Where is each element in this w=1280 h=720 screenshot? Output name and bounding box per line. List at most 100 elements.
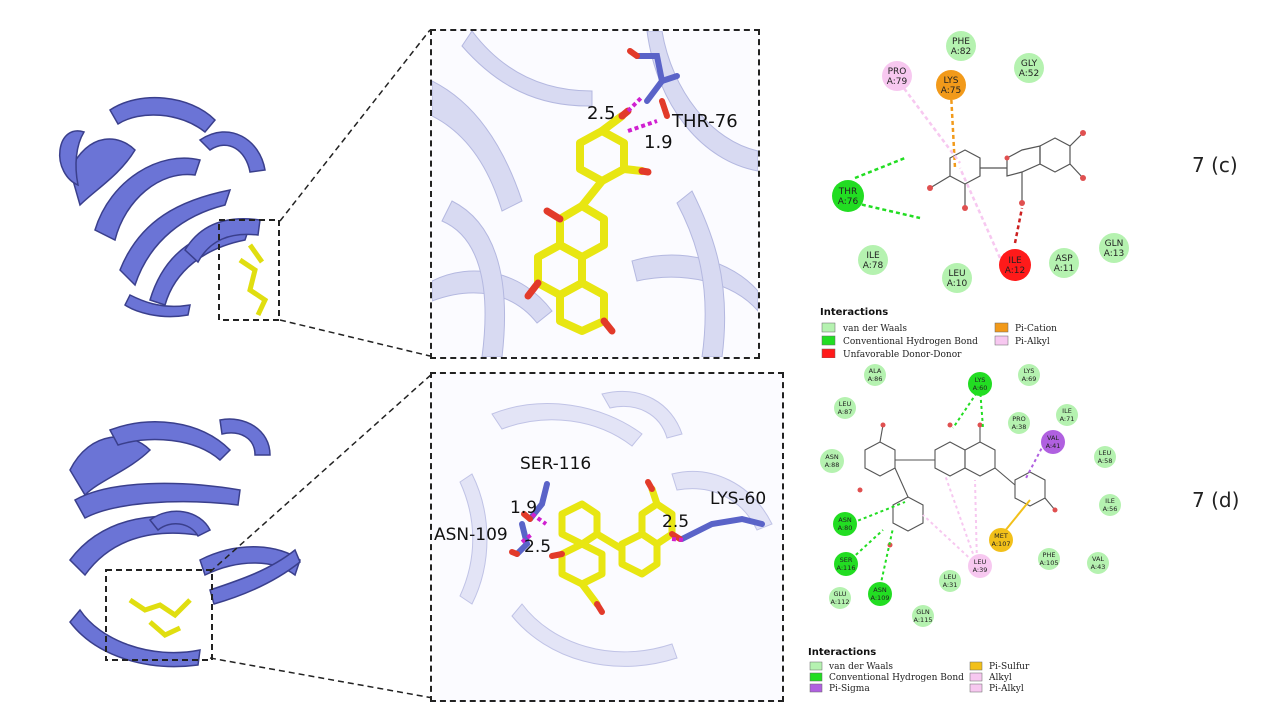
protein-overview-c (58, 96, 280, 321)
residue-discs-c (832, 31, 1129, 293)
figure-label-7c: 7 (c) (1192, 153, 1238, 177)
residue-name-ile56: ILE (1105, 497, 1115, 505)
residue-name-val41: VAL (1047, 434, 1059, 442)
legend-d: Interactions van der Waals Pi-Sulfur Con… (808, 647, 1030, 694)
residue-name-gln115: GLN (916, 608, 930, 616)
residue-label-asn109: ASN-109 (434, 525, 508, 545)
residue-num-thr76: A:76 (838, 197, 859, 207)
residue-name-lys69: LYS (1024, 367, 1035, 375)
residue-num-gln115: A:115 (914, 616, 933, 624)
residue-num-ala86: A:86 (868, 375, 883, 383)
residue-name-leu87: LEU (839, 400, 852, 408)
legend-item-hbond-c: Conventional Hydrogen Bond (843, 337, 978, 347)
protein-overview-d (69, 418, 301, 668)
residue-name-ser116: SER (840, 556, 853, 564)
panel-d-row: SER-116 ASN-109 LYS-60 1.9 2.5 2.5 (0, 360, 1280, 720)
residue-num-leu10: A:10 (947, 279, 968, 289)
residue-num-leu31: A:31 (943, 581, 958, 589)
residue-num-ile12: A:12 (1005, 266, 1025, 276)
residue-num-ile56: A:56 (1103, 505, 1118, 513)
residue-label-thr76: THR-76 (671, 111, 738, 132)
interaction-diagram-c: PHE A:82 GLY A:52 PRO A:79 LYS A:75 THR … (815, 28, 1135, 358)
residue-num-gln13: A:13 (1104, 249, 1124, 259)
zoom-view-c: 2.5 1.9 THR-76 (430, 29, 760, 359)
residue-name-phe82: PHE (952, 37, 970, 47)
residue-name-gln13: GLN (1105, 239, 1124, 249)
residue-num-phe82: A:82 (951, 47, 971, 57)
legend-item-alkyl-d: Alkyl (988, 673, 1012, 683)
residue-num-asp11: A:11 (1054, 264, 1074, 274)
residue-name-met107: MET (994, 532, 1008, 540)
residue-name-phe105: PHE (1043, 551, 1056, 559)
legend-item-pialkyl-d: Pi-Alkyl (989, 684, 1024, 694)
overview-selection-box-c (218, 219, 280, 321)
residue-name-ile12: ILE (1008, 256, 1022, 266)
residue-name-ala86: ALA (869, 367, 882, 375)
residue-name-pro79: PRO (888, 67, 907, 77)
distance-label-c2: 1.9 (644, 132, 673, 153)
distance-label-d2: 2.5 (524, 537, 551, 557)
residue-name-ile71: ILE (1062, 407, 1072, 415)
residue-name-lys60: LYS (975, 376, 986, 384)
residue-name-glu112: GLU (833, 590, 846, 598)
residue-name-leu39: LEU (974, 558, 987, 566)
residue-num-lys75: A:75 (941, 86, 961, 96)
residue-num-lys69: A:69 (1022, 375, 1037, 383)
residue-num-asn109: A:109 (871, 594, 890, 602)
residue-name-leu31: LEU (944, 573, 957, 581)
legend-item-pication-c: Pi-Cation (1015, 324, 1057, 334)
legend-item-pisigma-d: Pi-Sigma (829, 684, 870, 694)
residue-num-val41: A:41 (1046, 442, 1061, 450)
residue-num-ile78: A:78 (863, 261, 884, 271)
ligand-overview-d (128, 597, 192, 638)
residue-num-lys60: A:60 (973, 384, 988, 392)
ligand-overview-c (238, 243, 269, 317)
residue-num-val43: A:43 (1091, 563, 1106, 571)
residue-name-asn88: ASN (825, 453, 839, 461)
residue-num-ser116: A:116 (837, 564, 856, 572)
residue-num-pro79: A:79 (887, 77, 908, 87)
residue-num-leu58: A:58 (1098, 457, 1113, 465)
residue-num-leu39: A:39 (973, 566, 988, 574)
legend-title-d: Interactions (808, 647, 876, 658)
residue-name-lys75: LYS (943, 76, 958, 86)
residue-name-asn109: ASN (873, 586, 887, 594)
residue-name-leu58: LEU (1099, 449, 1112, 457)
legend-item-vdw-c: van der Waals (842, 324, 907, 334)
legend-c: Interactions van der Waals Pi-Cation Con… (820, 307, 1057, 358)
residue-name-asn80: ASN (838, 516, 852, 524)
distance-label-d1: 1.9 (510, 498, 537, 518)
residue-name-thr76: THR (838, 187, 858, 197)
legend-item-pialkyl-c: Pi-Alkyl (1015, 337, 1050, 347)
zoom-leader-lines-d (209, 372, 434, 699)
residue-num-phe105: A:105 (1040, 559, 1059, 567)
panel-c-row: 2.5 1.9 THR-76 (58, 28, 1238, 359)
residue-label-ser116: SER-116 (520, 454, 591, 474)
residue-name-val43: VAL (1092, 555, 1104, 563)
legend-item-pisulfur-d: Pi-Sulfur (989, 662, 1030, 672)
residue-name-pro38: PRO (1012, 415, 1026, 423)
zoom-leader-lines-c (279, 29, 431, 357)
legend-item-unfav-c: Unfavorable Donor-Donor (843, 350, 962, 358)
residue-num-glu112: A:112 (831, 598, 850, 606)
residue-num-pro38: A:38 (1012, 423, 1027, 431)
zoom-view-d: SER-116 ASN-109 LYS-60 1.9 2.5 2.5 (430, 372, 784, 702)
figure-label-7d: 7 (d) (1192, 488, 1240, 512)
residue-num-asn88: A:88 (825, 461, 840, 469)
residue-name-ile78: ILE (866, 251, 880, 261)
residue-num-asn80: A:80 (838, 524, 853, 532)
residue-num-ile71: A:71 (1060, 415, 1075, 423)
residue-name-leu10: LEU (948, 269, 965, 279)
residue-num-met107: A:107 (992, 540, 1011, 548)
residue-num-gly52: A:52 (1019, 69, 1039, 79)
residue-name-asp11: ASP (1055, 254, 1073, 264)
distance-label-c1: 2.5 (587, 103, 616, 124)
legend-item-hbond-d: Conventional Hydrogen Bond (829, 673, 964, 683)
residue-name-gly52: GLY (1021, 59, 1038, 69)
overview-selection-box-d (105, 569, 213, 661)
interaction-diagram-d: ALA A:86 LYS A:60 LYS A:69 LEU A:87 PRO … (805, 360, 1135, 700)
distance-label-d3: 2.5 (662, 512, 689, 532)
legend-item-vdw-d: van der Waals (828, 662, 893, 672)
residue-label-lys60: LYS-60 (710, 489, 766, 509)
legend-title-c: Interactions (820, 307, 888, 318)
